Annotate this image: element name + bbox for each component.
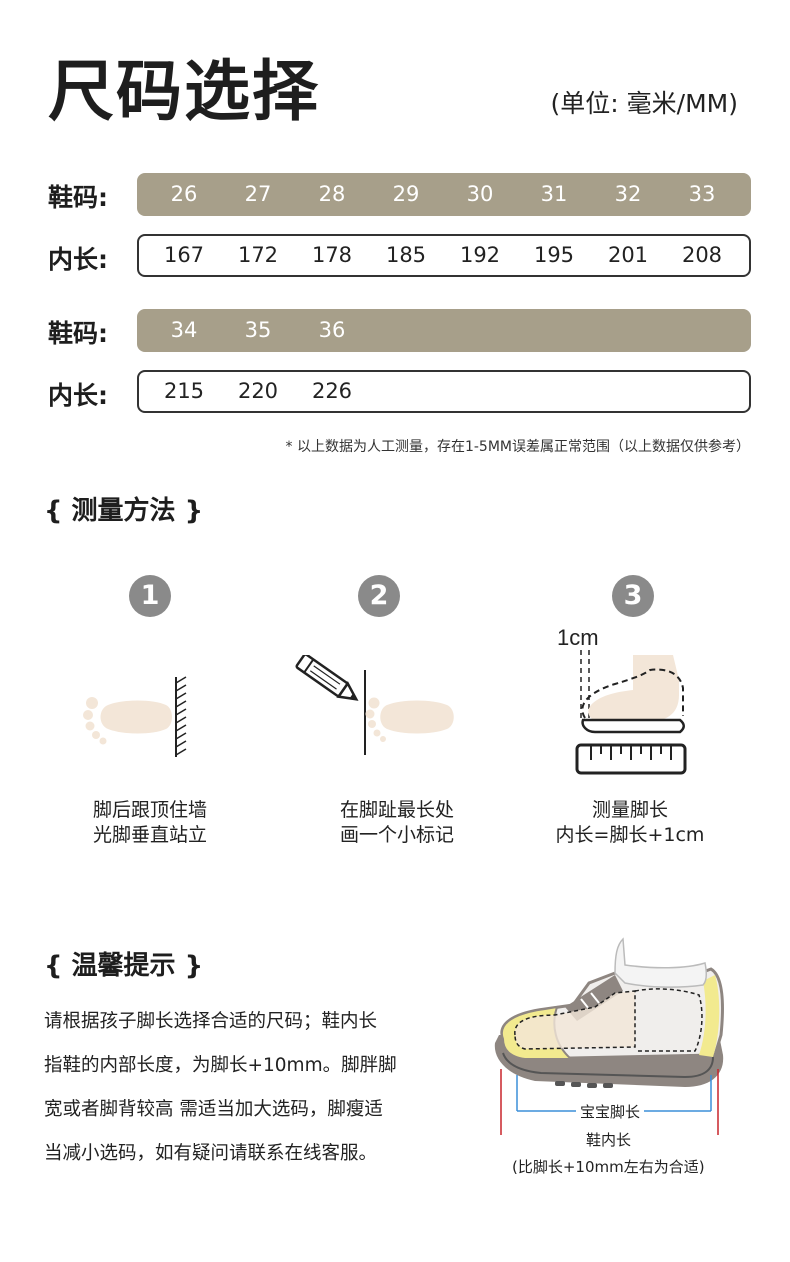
step-1-line1: 脚后跟顶住墙 — [92, 799, 207, 821]
size-cell: 33 — [688, 182, 716, 206]
length-cell: 178 — [311, 243, 353, 267]
measurement-note: * 以上数据为人工测量，存在1-5MM误差属正常范围（以上数据仅供参考） — [285, 439, 750, 455]
length-cell: 215 — [163, 379, 205, 403]
size-cell: 36 — [318, 318, 346, 342]
size-cell: 34 — [170, 318, 198, 342]
step-2-badge: 2 — [358, 575, 400, 617]
foot-wall-icon — [83, 676, 187, 757]
length-cell: 185 — [385, 243, 427, 267]
tips-line: 指鞋的内部长度，为脚长+10mm。脚胖脚 — [44, 1055, 397, 1076]
length-cell: 195 — [533, 243, 575, 267]
length-bar-1: 167 172 178 185 192 195 201 208 — [137, 234, 751, 277]
step-3-line2: 内长=脚长+1cm — [555, 824, 705, 846]
page-title: 尺码选择 — [48, 53, 320, 130]
tips-line: 当减小选码，如有疑问请联系在线客服。 — [44, 1143, 378, 1164]
length-cell: 226 — [311, 379, 353, 403]
length-row-label: 内长: — [48, 381, 108, 410]
length-bar-2: 215 220 226 — [137, 370, 751, 413]
measure-ruler-icon: 1cm — [557, 625, 687, 775]
step-2-text: 在脚趾最长处 画一个小标记 — [297, 798, 497, 848]
size-cell: 27 — [244, 182, 272, 206]
step-1-line2: 光脚垂直站立 — [92, 824, 207, 846]
step-3-text: 测量脚长 内长=脚长+1cm — [530, 798, 730, 848]
tips-line: 宽或者脚背较高 需适当加大选码，脚瘦适 — [44, 1099, 383, 1120]
tips-text: 请根据孩子脚长选择合适的尺码；鞋内长 指鞋的内部长度，为脚长+10mm。脚胖脚 … — [44, 1000, 444, 1176]
inner-length-label: 鞋内长 — [582, 1129, 636, 1150]
fit-note-label: (比脚长+10mm左右为合适) — [508, 1156, 709, 1177]
length-cell: 172 — [237, 243, 279, 267]
length-cell: 167 — [163, 243, 205, 267]
cm-label: 1cm — [557, 625, 599, 650]
pencil-mark-icon — [295, 655, 454, 755]
tips-section-title: { 温馨提示 } — [44, 951, 204, 981]
step-1-text: 脚后跟顶住墙 光脚垂直站立 — [50, 798, 250, 848]
step-1-badge: 1 — [129, 575, 171, 617]
length-cell: 192 — [459, 243, 501, 267]
size-bar-1: 26 27 28 29 30 31 32 33 — [137, 173, 751, 216]
foot-length-label: 宝宝脚长 — [576, 1101, 645, 1122]
size-row-label: 鞋码: — [48, 319, 108, 348]
step-2-line2: 画一个小标记 — [339, 824, 454, 846]
size-cell: 26 — [170, 182, 198, 206]
shoe-illustration — [494, 937, 725, 1135]
measure-section-title: { 测量方法 } — [44, 496, 204, 526]
tips-line: 请根据孩子脚长选择合适的尺码；鞋内长 — [44, 1011, 378, 1032]
size-cell: 31 — [540, 182, 568, 206]
step-3-line1: 测量脚长 — [591, 799, 668, 821]
length-row-label: 内长: — [48, 245, 108, 274]
step-3-badge: 3 — [612, 575, 654, 617]
length-cell: 220 — [237, 379, 279, 403]
size-cell: 28 — [318, 182, 346, 206]
size-cell: 32 — [614, 182, 642, 206]
size-cell: 30 — [466, 182, 494, 206]
step-2-line1: 在脚趾最长处 — [339, 799, 454, 821]
unit-label: (单位: 毫米/MM) — [550, 89, 738, 118]
size-row-label: 鞋码: — [48, 183, 108, 212]
size-bar-2: 34 35 36 — [137, 309, 751, 352]
length-cell: 201 — [607, 243, 649, 267]
size-cell: 29 — [392, 182, 420, 206]
size-cell: 35 — [244, 318, 272, 342]
length-cell: 208 — [681, 243, 723, 267]
